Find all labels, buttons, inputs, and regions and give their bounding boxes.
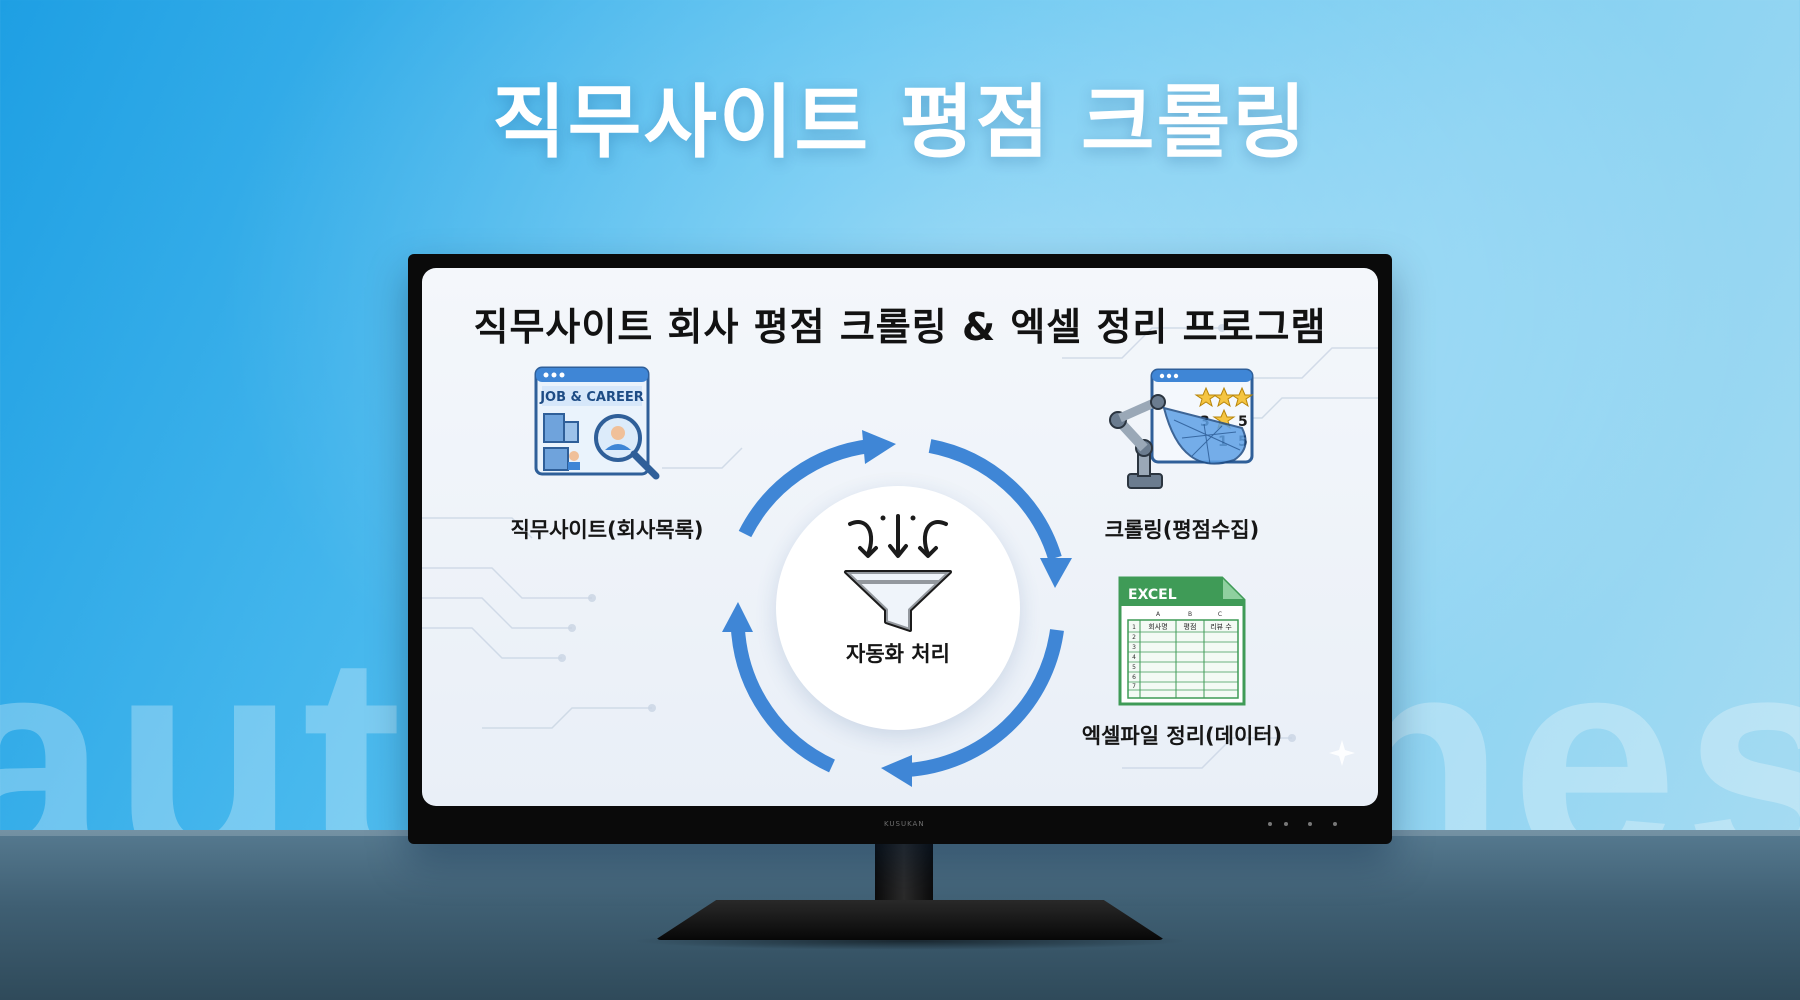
excel-label: EXCEL	[1128, 587, 1177, 603]
node-label-excel: 엑셀파일 정리(데이터)	[1081, 724, 1283, 748]
node-label-job-site: 직무사이트(회사목록)	[510, 518, 704, 542]
monitor-stand-neck	[875, 838, 933, 908]
excel-header-reviews: 리뷰 수	[1210, 622, 1232, 631]
excel-row-number: 4	[1132, 654, 1136, 661]
excel-header-rating: 평점	[1184, 622, 1197, 631]
screen-title: 직무사이트 회사 평점 크롤링 & 엑셀 정리 프로그램	[473, 305, 1327, 349]
excel-row-number: 1	[1132, 624, 1136, 631]
monitor-screen: 직무사이트 회사 평점 크롤링 & 엑셀 정리 프로그램	[422, 268, 1378, 806]
monitor-bezel-bottom: KUSUKAN	[408, 806, 1392, 844]
excel-row-number: 7	[1132, 683, 1136, 690]
page-headline: 직무사이트 평점 크롤링	[492, 76, 1308, 169]
node-label-crawling: 크롤링(평점수집)	[1104, 518, 1260, 542]
funnel-icon	[844, 514, 952, 632]
cycle-arrows	[722, 430, 1072, 787]
rating-digit-b: 5	[1238, 414, 1248, 430]
excel-row-number: 2	[1132, 634, 1136, 641]
excel-header-company: 회사명	[1148, 622, 1167, 631]
center-process-circle: 자동화 처리	[776, 486, 1020, 730]
control-button-icon[interactable]	[1333, 822, 1337, 826]
excel-row-number: 3	[1132, 644, 1136, 651]
monitor-stand-base	[655, 900, 1165, 940]
job-site-icon: JOB & CAREER	[534, 366, 660, 480]
power-indicator-icon	[1268, 822, 1272, 826]
excel-col-c: C	[1218, 611, 1222, 618]
robot-arm-icon: 3 5 1 5	[1109, 368, 1254, 489]
job-site-icon-text: JOB & CAREER	[539, 390, 644, 405]
excel-row-number: 6	[1132, 674, 1136, 681]
monitor-brand: KUSUKAN	[884, 820, 925, 828]
excel-sheet-icon: EXCEL A B C 회사명 평점 리뷰 수 1	[1118, 576, 1246, 706]
control-button-icon[interactable]	[1284, 822, 1288, 826]
control-button-icon[interactable]	[1308, 822, 1312, 826]
excel-row-number: 5	[1132, 664, 1136, 671]
sparkle-icon	[1329, 740, 1355, 766]
center-process-label: 자동화 처리	[846, 642, 950, 666]
circuit-pattern	[422, 324, 1378, 769]
monitor: 직무사이트 회사 평점 크롤링 & 엑셀 정리 프로그램	[408, 254, 1392, 844]
excel-col-a: A	[1156, 611, 1161, 618]
excel-col-b: B	[1188, 611, 1192, 618]
